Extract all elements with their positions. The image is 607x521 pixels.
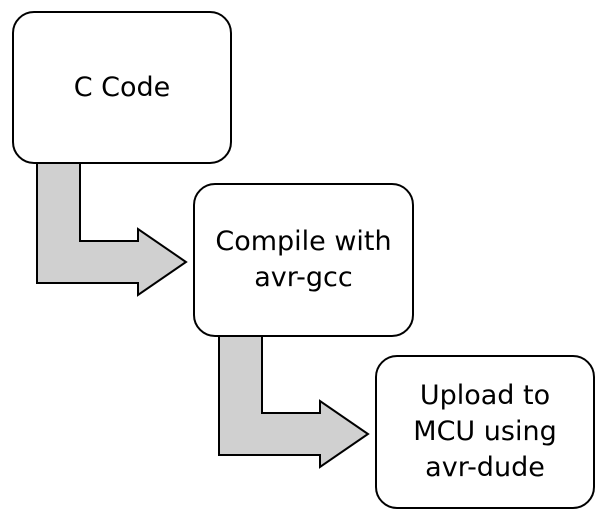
step-c-code: C Code: [12, 11, 232, 164]
bent-arrow-2: [218, 335, 370, 469]
step-upload-line-2: MCU using: [413, 416, 557, 447]
step-compile-line-2: avr-gcc: [254, 262, 353, 293]
step-compile-line-1: Compile with: [215, 226, 392, 257]
step-upload-line-3: avr-dude: [425, 452, 545, 483]
step-upload: Upload to MCU using avr-dude: [375, 355, 595, 509]
step-upload-line-1: Upload to: [419, 380, 551, 411]
step-c-code-line-1: C Code: [73, 71, 171, 103]
bent-arrow-1: [36, 162, 188, 297]
step-compile: Compile with avr-gcc: [193, 183, 414, 337]
